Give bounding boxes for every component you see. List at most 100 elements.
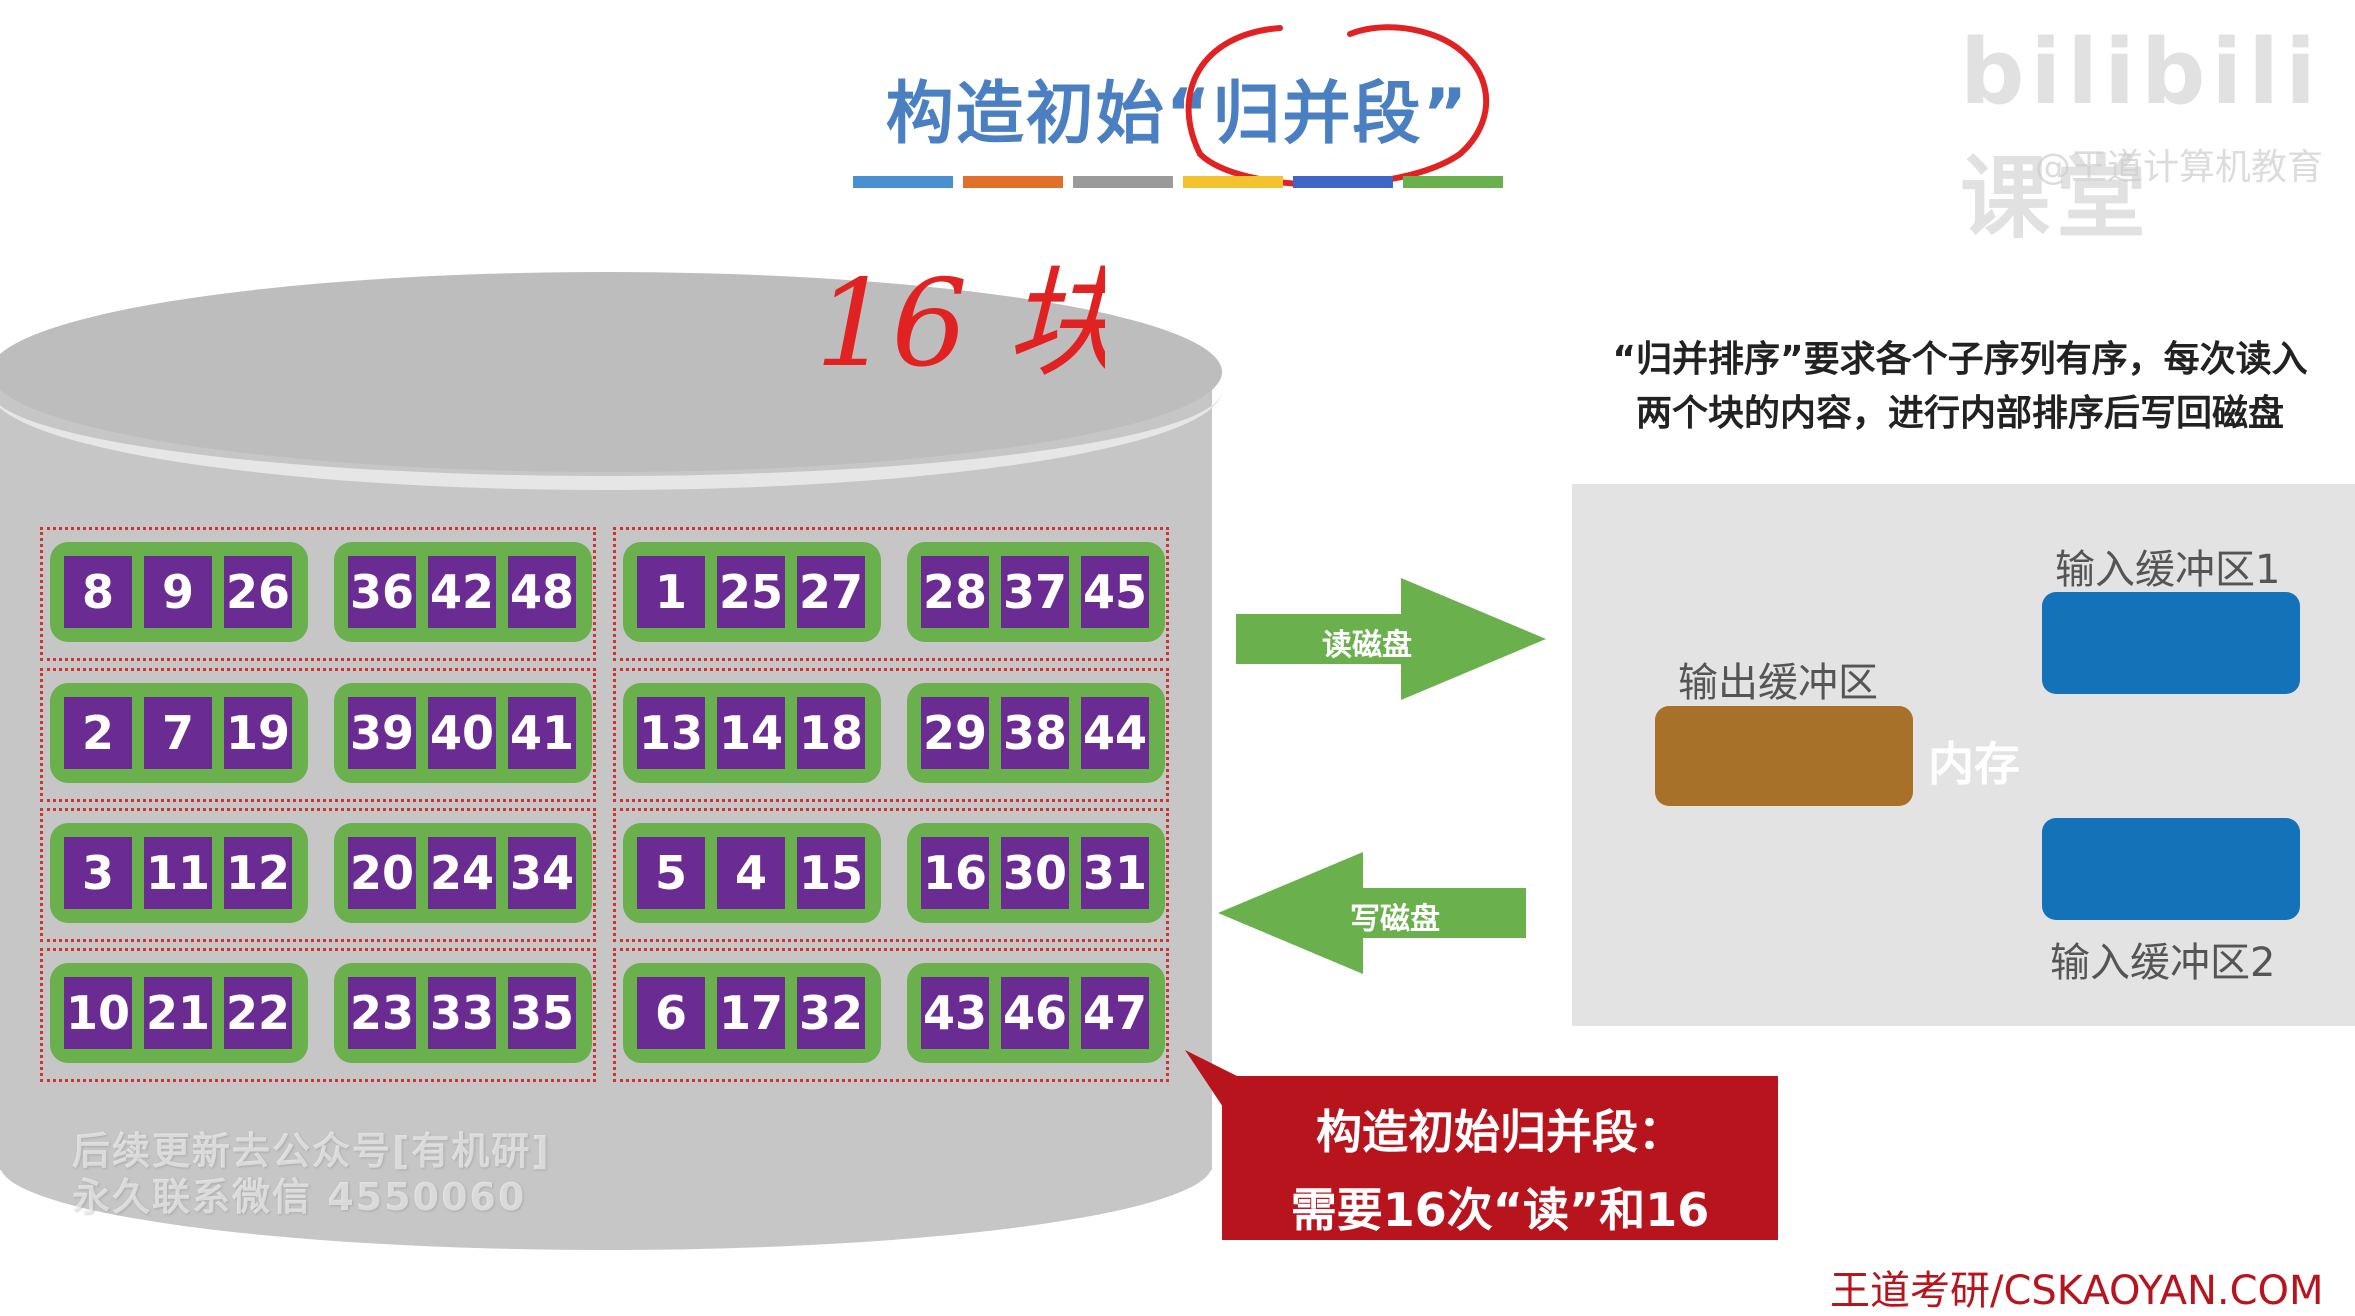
output-buffer-label: 输出缓冲区 — [1678, 660, 1878, 706]
handwritten-circle — [1185, 24, 1489, 188]
record-cell: 16 — [921, 837, 989, 909]
record-cell: 11 — [144, 837, 212, 909]
record-cell: 25 — [717, 556, 785, 628]
block-group — [613, 948, 1169, 1082]
input-buffer-2-label: 输入缓冲区2 — [2050, 940, 2276, 986]
block-group — [613, 668, 1169, 802]
bar-segment-orange — [963, 176, 1063, 188]
record-cell: 27 — [797, 556, 865, 628]
record-cell: 10 — [64, 977, 132, 1049]
record-cell: 41 — [508, 697, 576, 769]
record-cell: 43 — [921, 977, 989, 1049]
wechat-watermark-line1: 后续更新去公众号[有机研] — [72, 1129, 551, 1173]
record-cell: 48 — [508, 556, 576, 628]
page-title: 构造初始“归并段” — [885, 75, 1470, 154]
record-cell: 40 — [428, 697, 496, 769]
block-group — [40, 668, 596, 802]
record-cell: 31 — [1081, 837, 1149, 909]
bilibili-watermark-logo: bilibili课堂 — [1960, 20, 2322, 251]
input-buffer-1 — [2042, 592, 2300, 694]
input-buffer-2 — [2042, 818, 2300, 920]
record-cell: 17 — [717, 977, 785, 1049]
record-cell: 18 — [797, 697, 865, 769]
block-group — [613, 527, 1169, 661]
record-cell: 32 — [797, 977, 865, 1049]
callout-line1: 构造初始归并段： — [1316, 1105, 1684, 1159]
record-cell: 29 — [921, 697, 989, 769]
callout-box: 构造初始归并段： 需要16次“读”和16次“写” — [1222, 1076, 1778, 1303]
read-disk-arrow — [1236, 578, 1546, 700]
block-group — [40, 808, 596, 942]
callout-line2: 需要16次“读”和16次“写” — [1290, 1183, 1710, 1303]
disk-top — [0, 272, 1222, 472]
record-cell: 39 — [348, 697, 416, 769]
record-cell: 30 — [1001, 837, 1069, 909]
block-group — [40, 948, 596, 1082]
bilibili-watermark-sub: @王道计算机教育 — [2035, 147, 2324, 188]
record-cell: 33 — [428, 977, 496, 1049]
merge-sort-note-line2: 两个块的内容，进行内部排序后写回磁盘 — [1635, 393, 2284, 434]
record-cell: 5 — [637, 837, 705, 909]
record-cell: 36 — [348, 556, 416, 628]
record-cell: 42 — [428, 556, 496, 628]
wechat-watermark-line2: 永久联系微信 4550060 — [72, 1175, 527, 1219]
bar-segment-gray — [1073, 176, 1173, 188]
handwritten-text: 16 块 — [815, 255, 1105, 385]
read-disk-label: 读磁盘 — [1322, 628, 1412, 663]
record-cell: 7 — [144, 697, 212, 769]
record-cell: 22 — [224, 977, 292, 1049]
merge-sort-note-line1: “归并排序”要求各个子序列有序，每次读入 — [1612, 339, 2308, 380]
bar-segment-blue — [853, 176, 953, 188]
handwritten-16-blocks: 16 块 — [815, 255, 1105, 385]
output-buffer — [1655, 706, 1913, 806]
record-cell: 34 — [508, 837, 576, 909]
record-cell: 47 — [1081, 977, 1149, 1049]
block-group — [613, 808, 1169, 942]
record-cell: 9 — [144, 556, 212, 628]
footer-brand: 王道考研/CSKAOYAN.COM — [1830, 1268, 2324, 1314]
record-cell: 35 — [508, 977, 576, 1049]
record-cell: 14 — [717, 697, 785, 769]
record-cell: 13 — [637, 697, 705, 769]
record-cell: 24 — [428, 837, 496, 909]
record-cell: 37 — [1001, 556, 1069, 628]
record-cell: 45 — [1081, 556, 1149, 628]
block-group — [40, 527, 596, 661]
record-cell: 23 — [348, 977, 416, 1049]
record-cell: 1 — [637, 556, 705, 628]
record-cell: 20 — [348, 837, 416, 909]
bar-segment-green — [1403, 176, 1503, 188]
memory-label: 内存 — [1928, 737, 2020, 791]
record-cell: 15 — [797, 837, 865, 909]
record-cell: 46 — [1001, 977, 1069, 1049]
record-cell: 3 — [64, 837, 132, 909]
input-buffer-1-label: 输入缓冲区1 — [2055, 547, 2281, 593]
record-cell: 2 — [64, 697, 132, 769]
record-cell: 8 — [64, 556, 132, 628]
record-cell: 38 — [1001, 697, 1069, 769]
write-disk-arrow — [1218, 852, 1526, 974]
record-cell: 44 — [1081, 697, 1149, 769]
record-cell: 19 — [224, 697, 292, 769]
record-cell: 6 — [637, 977, 705, 1049]
record-cell: 4 — [717, 837, 785, 909]
bar-segment-darkblue — [1293, 176, 1393, 188]
record-cell: 28 — [921, 556, 989, 628]
record-cell: 12 — [224, 837, 292, 909]
